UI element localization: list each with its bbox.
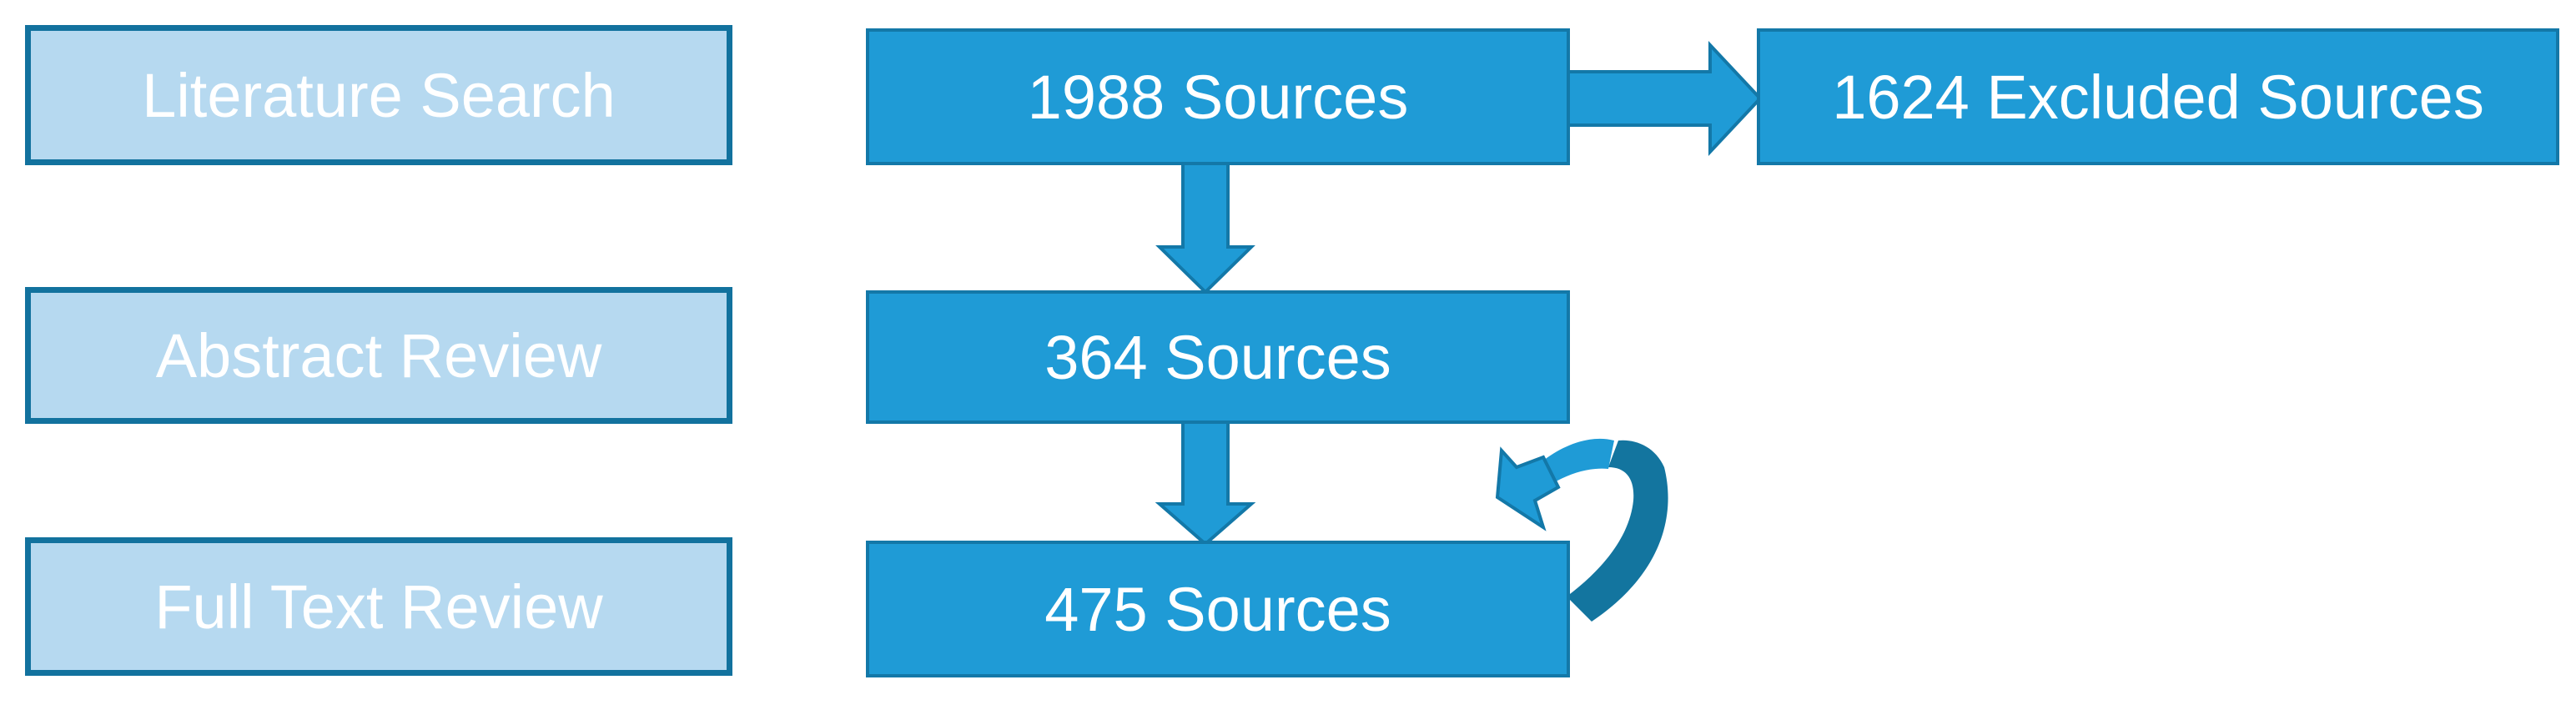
arrow-search-to-abstract (1155, 159, 1255, 295)
box-364-sources-label: 364 Sources (1044, 322, 1391, 392)
stage-literature-search-label: Literature Search (142, 60, 616, 130)
box-475-sources-label: 475 Sources (1044, 574, 1391, 644)
curved-arrow-band (1539, 438, 1614, 484)
box-excluded-sources: 1624 Excluded Sources (1757, 28, 2559, 165)
curved-return-arrow (1495, 438, 1668, 622)
box-excluded-sources-label: 1624 Excluded Sources (1832, 62, 2484, 132)
stage-literature-search: Literature Search (25, 25, 732, 165)
stage-abstract-review: Abstract Review (25, 287, 732, 424)
arrow-abstract-to-fulltext (1155, 419, 1256, 546)
box-1988-sources-label: 1988 Sources (1027, 62, 1409, 132)
stage-full-text-review: Full Text Review (25, 537, 732, 676)
box-364-sources: 364 Sources (866, 290, 1570, 424)
arrow-to-excluded (1565, 40, 1763, 157)
stage-full-text-review-label: Full Text Review (154, 572, 603, 642)
curved-arrow-shaft (1567, 440, 1668, 622)
box-475-sources: 475 Sources (866, 541, 1570, 677)
stage-abstract-review-label: Abstract Review (155, 320, 602, 390)
curved-arrow-head (1495, 446, 1561, 531)
box-1988-sources: 1988 Sources (866, 28, 1570, 165)
